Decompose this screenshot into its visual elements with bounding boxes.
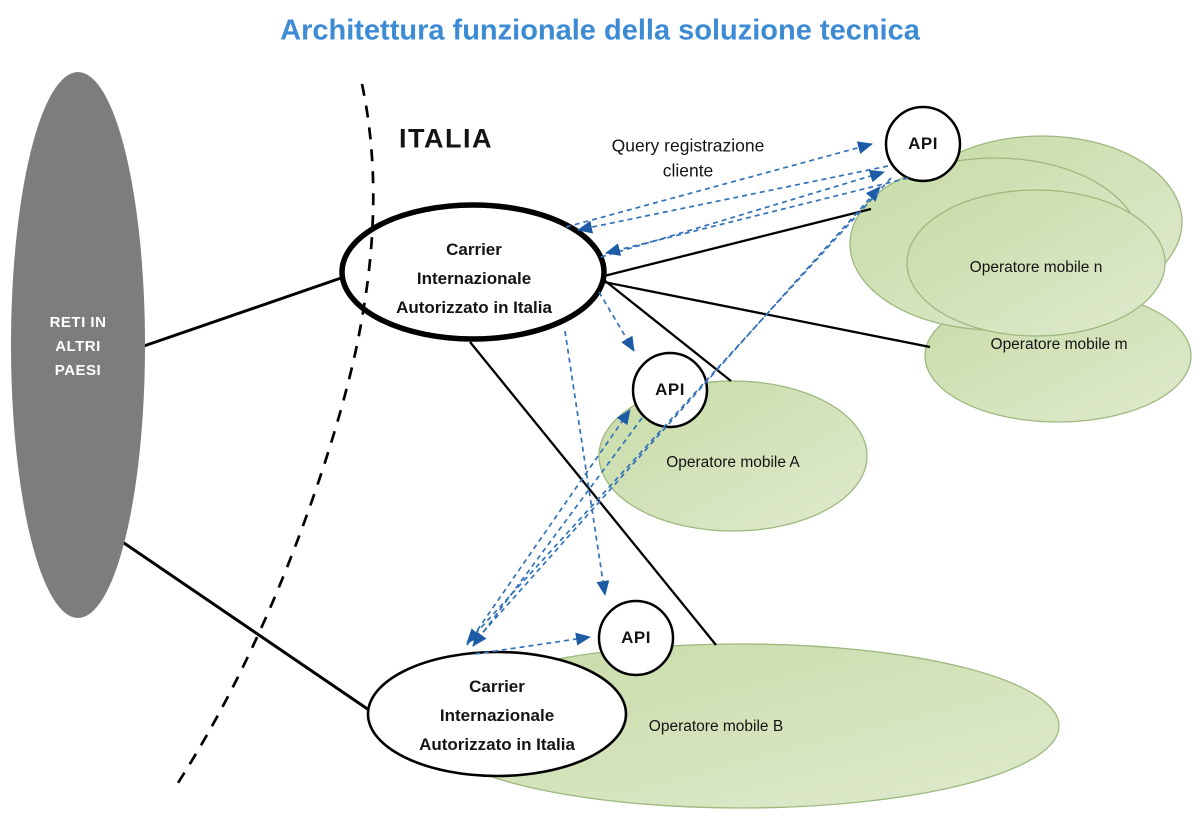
arrow-carrier-to-api-top-2 (600, 169, 885, 258)
italy-border-dashed-line (174, 83, 375, 787)
arrow-carrier2-to-api-middle (466, 409, 631, 646)
link-carrier-to-operator-a (603, 279, 732, 382)
arrow-api-middle-to-carrier2 (472, 417, 643, 647)
api-top-circle (884, 105, 962, 183)
arrow-api-top-to-carrier-1 (577, 165, 889, 234)
link-foreign-to-carrier-top (140, 275, 345, 349)
arrow-api-top-to-carrier2 (466, 177, 892, 644)
link-foreign-to-carrier-bottom (120, 539, 370, 712)
api-middle-circle (631, 351, 709, 429)
carrier-bottom-ellipse (366, 650, 628, 778)
api-bottom-circle (597, 599, 675, 677)
arrow-carrier2-to-api-bottom (474, 632, 591, 655)
link-carrier-to-operator-b (469, 341, 717, 646)
arrow-api-top-to-carrier-2 (605, 177, 909, 256)
operator-n-ellipse-front (906, 189, 1166, 337)
foreign-networks-ellipse (11, 72, 145, 618)
arrow-carrier2-to-api-top (476, 186, 881, 640)
arrow-carrier-to-api-top-1 (565, 141, 873, 228)
arrow-carrier-to-api-middle (598, 291, 635, 352)
api-query-arrows (466, 141, 909, 655)
link-carrier-to-operator-n (603, 207, 872, 278)
carrier-top-ellipse (339, 202, 607, 342)
